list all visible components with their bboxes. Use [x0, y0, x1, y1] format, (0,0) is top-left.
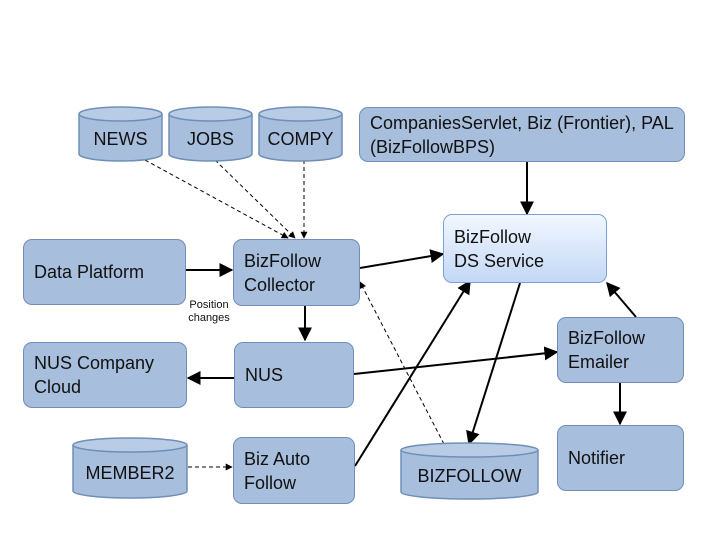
data-platform-label: Data Platform [34, 262, 145, 282]
cylinder-shape [72, 437, 188, 499]
companies-servlet-node: CompaniesServlet, Biz (Frontier), PAL (B… [359, 107, 685, 162]
bizfollow-database: BIZFOLLOW [400, 442, 539, 500]
edge-emailer-to-ds-service [606, 281, 637, 318]
cylinder-shape [168, 106, 253, 162]
nus-label: NUS [245, 365, 284, 385]
compy-label: COMPY [267, 129, 334, 149]
bizfollow-db-label: BIZFOLLOW [417, 466, 522, 486]
edge-jobs-to-collector [214, 159, 296, 239]
ds-service-node: BizFollow DS Service [443, 214, 607, 283]
member2-database: MEMBER2 [72, 437, 188, 499]
nus-company-cloud-node: NUS Company Cloud [23, 342, 187, 408]
member2-label: MEMBER2 [85, 463, 175, 483]
jobs-database: JOBS [168, 106, 253, 162]
edge-nus-to-emailer [353, 346, 559, 375]
edge-collector-to-ds-service [359, 249, 445, 269]
data-platform-node: Data Platform [23, 239, 186, 305]
companies-servlet-label: CompaniesServlet, Biz (Frontier), PAL (B… [370, 112, 674, 157]
jobs-label: JOBS [186, 129, 234, 149]
cylinder-shape [258, 106, 343, 162]
nus-company-cloud-label: NUS Company Cloud [34, 353, 155, 397]
news-label: NEWS [93, 129, 148, 149]
collector-node: BizFollow Collector [233, 239, 360, 306]
biz-auto-follow-node: Biz Auto Follow [233, 437, 355, 504]
notifier-label: Notifier [568, 448, 626, 468]
notifier-node: Notifier [557, 425, 684, 491]
nus-node: NUS [234, 342, 354, 408]
emailer-node: BizFollow Emailer [557, 317, 684, 383]
compy-database: COMPY [258, 106, 343, 162]
biz-auto-follow-label: Biz Auto Follow [244, 448, 311, 493]
position-changes-label: Position changes [188, 299, 230, 324]
edge-bizfollow-db-to-collector [359, 281, 445, 445]
edge-news-to-collector [144, 159, 289, 239]
news-database: NEWS [78, 106, 163, 162]
ds-service-label: BizFollow DS Service [454, 226, 545, 271]
cylinder-shape [400, 442, 539, 500]
collector-label: BizFollow Collector [244, 250, 322, 295]
edge-ds-service-to-bizfollow-db [466, 282, 521, 446]
emailer-label: BizFollow Emailer [568, 328, 646, 372]
cylinder-shape [78, 106, 163, 162]
edge-auto-follow-to-ds-service [354, 279, 471, 467]
